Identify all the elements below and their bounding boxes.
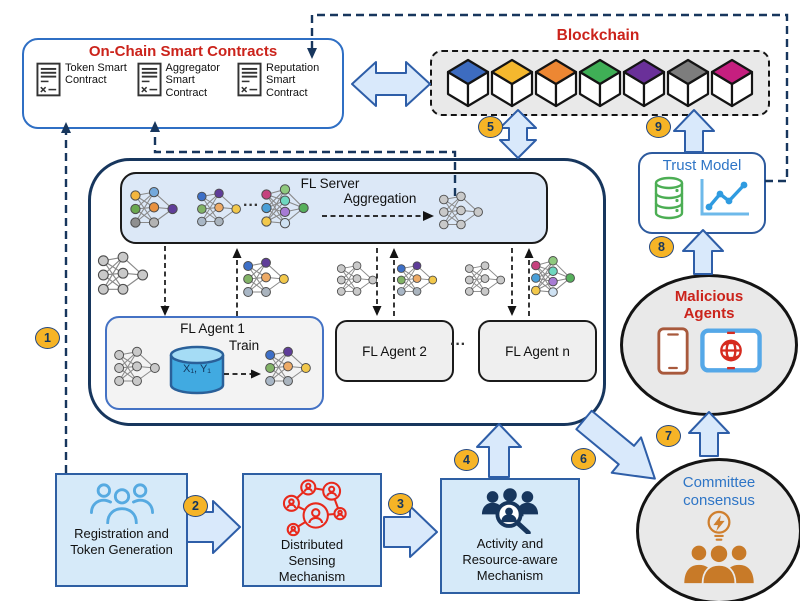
fl-agent-2-box: FL Agent 2	[335, 320, 454, 382]
registration-label: Registration and Token Generation	[70, 526, 173, 557]
activity-resource-box: Activity and Resource-aware Mechanism	[440, 478, 580, 594]
lightbulb-consensus-icon	[703, 510, 735, 544]
smart-contracts-box: On-Chain Smart Contracts Token Smart Con…	[22, 38, 344, 129]
blockchain-cube-icon	[666, 57, 710, 109]
step-badge-5: 5	[478, 116, 503, 138]
registration-box: Registration and Token Generation	[55, 473, 188, 587]
smartphone-icon	[656, 326, 690, 376]
step-badge-8: 8	[649, 236, 674, 258]
contract-document-icon	[136, 62, 162, 97]
contract-document-icon	[237, 62, 262, 97]
trust-model-title: Trust Model	[662, 157, 742, 174]
blockchain-cube-icon	[534, 57, 578, 109]
committee-people-icon	[679, 542, 759, 585]
fl-agent-1-title: FL Agent 1	[180, 321, 245, 336]
dataset-label: X₁, Y₁	[182, 363, 211, 375]
contract-label: Aggregator Smart Contract	[165, 62, 220, 99]
neural-network-icon	[394, 260, 440, 300]
database-cylinder-icon	[166, 344, 228, 396]
malicious-agents-ellipse: Malicious Agents	[620, 274, 798, 416]
distributed-sensing-box: Distributed Sensing Mechanism	[242, 473, 382, 587]
trust-chart-icon	[696, 176, 752, 218]
step-arrow-4	[476, 423, 522, 478]
sensing-network-icon	[276, 479, 348, 537]
step-arrow-8	[682, 229, 724, 275]
step-badge-6: 6	[571, 448, 596, 470]
fl-agent-n-title: FL Agent n	[505, 343, 570, 359]
neural-network-icon	[262, 344, 314, 392]
neural-network-icon	[462, 260, 508, 300]
contract-label: Token Smart Contract	[65, 62, 127, 87]
ellipsis-dots: ···	[243, 197, 259, 214]
smart-contracts-title: On-Chain Smart Contracts	[88, 43, 278, 60]
step-arrow-5	[499, 109, 537, 159]
registration-people-icon	[89, 482, 155, 524]
aggregator-contract-item: Aggregator Smart Contract	[136, 62, 230, 99]
neural-network-icon	[240, 256, 292, 302]
neural-network-icon	[111, 344, 163, 392]
activity-resource-label: Activity and Resource-aware Mechanism	[462, 536, 558, 583]
contracts-blockchain-double-arrow	[351, 61, 431, 107]
neural-network-icon	[127, 185, 181, 233]
neural-network-icon	[194, 186, 244, 232]
fl-agent-2-title: FL Agent 2	[362, 343, 427, 359]
step-badge-3: 3	[388, 493, 413, 515]
blockchain-cube-icon	[578, 57, 622, 109]
malicious-agents-title: Malicious Agents	[674, 288, 744, 323]
ellipsis-dots: ···	[450, 336, 466, 353]
trust-database-icon	[652, 176, 686, 220]
committee-consensus-title: Committee consensus	[682, 474, 756, 509]
step-badge-2: 2	[183, 495, 208, 517]
neural-network-icon	[334, 260, 380, 300]
contract-label: Reputation Smart Contract	[266, 62, 320, 99]
neural-network-icon	[436, 190, 486, 234]
step-arrow-3	[383, 505, 438, 558]
blockchain-cube-icon	[622, 57, 666, 109]
distributed-sensing-label: Distributed Sensing Mechanism	[278, 537, 346, 584]
neural-network-icon	[258, 180, 312, 236]
step-arrow-7	[688, 411, 730, 457]
step-badge-9: 9	[646, 116, 671, 138]
contract-document-icon	[36, 62, 61, 97]
blockchain-cubes	[446, 57, 754, 109]
tablet-globe-icon	[700, 328, 762, 373]
committee-consensus-circle: Committee consensus	[636, 458, 800, 601]
blockchain-box	[430, 50, 770, 116]
blockchain-cube-icon	[490, 57, 534, 109]
trust-model-box: Trust Model	[638, 152, 766, 234]
blockchain-title: Blockchain	[556, 27, 640, 44]
step-badge-7: 7	[656, 425, 681, 447]
neural-network-icon	[94, 250, 152, 300]
activity-search-people-icon	[480, 487, 540, 534]
fl-agent-n-box: FL Agent n	[478, 320, 597, 382]
step-badge-4: 4	[454, 449, 479, 471]
aggregation-label: Aggregation	[343, 191, 417, 206]
token-contract-item: Token Smart Contract	[36, 62, 129, 99]
train-label: Train	[228, 338, 260, 353]
step-arrow-9	[673, 109, 715, 153]
step-badge-1: 1	[35, 327, 60, 349]
reputation-contract-item: Reputation Smart Contract	[237, 62, 330, 99]
neural-network-icon	[528, 254, 578, 302]
blockchain-cube-icon	[446, 57, 490, 109]
blockchain-cube-icon	[710, 57, 754, 109]
